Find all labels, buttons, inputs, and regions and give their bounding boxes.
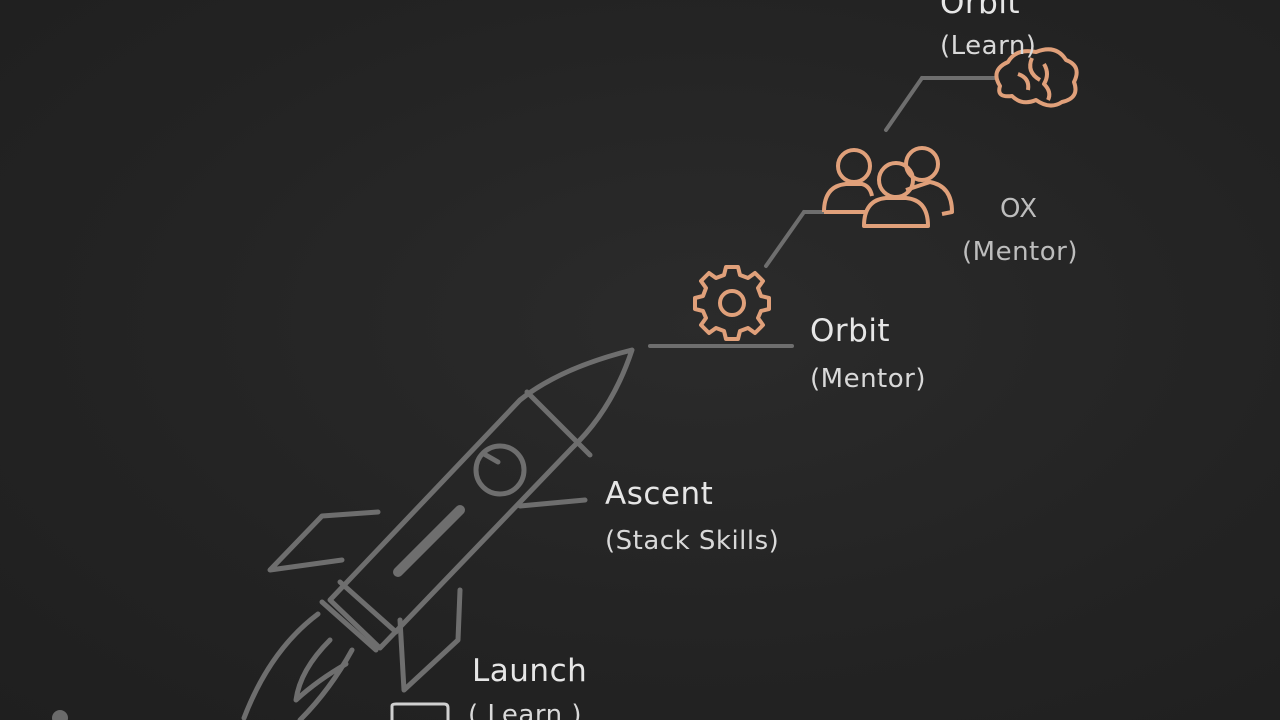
stage-ascent-subtitle: (Stack Skills) [605, 526, 780, 556]
stage-ascent-title: Ascent [605, 476, 714, 512]
rocket-icon [241, 347, 635, 720]
stage-ox-subtitle: (Mentor) [962, 237, 1078, 267]
brain-cloud-icon [994, 47, 1079, 108]
stage-launch-title: Launch [472, 653, 588, 689]
people-group-icon [822, 146, 954, 228]
gear-icon [693, 265, 771, 341]
stage-orbit-learn-title: Orbit [940, 0, 1021, 21]
connector-lines [648, 76, 998, 348]
stage-launch-subtitle: ( Learn ) [468, 700, 582, 720]
stage-orbit-learn-subtitle: (Learn) [940, 31, 1037, 61]
stage-orbit-mentor-subtitle: (Mentor) [810, 364, 926, 394]
corner-dot [52, 710, 68, 720]
stage-ox-title: OX [1000, 194, 1038, 224]
stage-orbit-mentor-title: Orbit [810, 313, 891, 349]
box-icon [390, 702, 450, 720]
connector-gear-people [764, 210, 806, 268]
connector-people-cloud [884, 76, 924, 132]
